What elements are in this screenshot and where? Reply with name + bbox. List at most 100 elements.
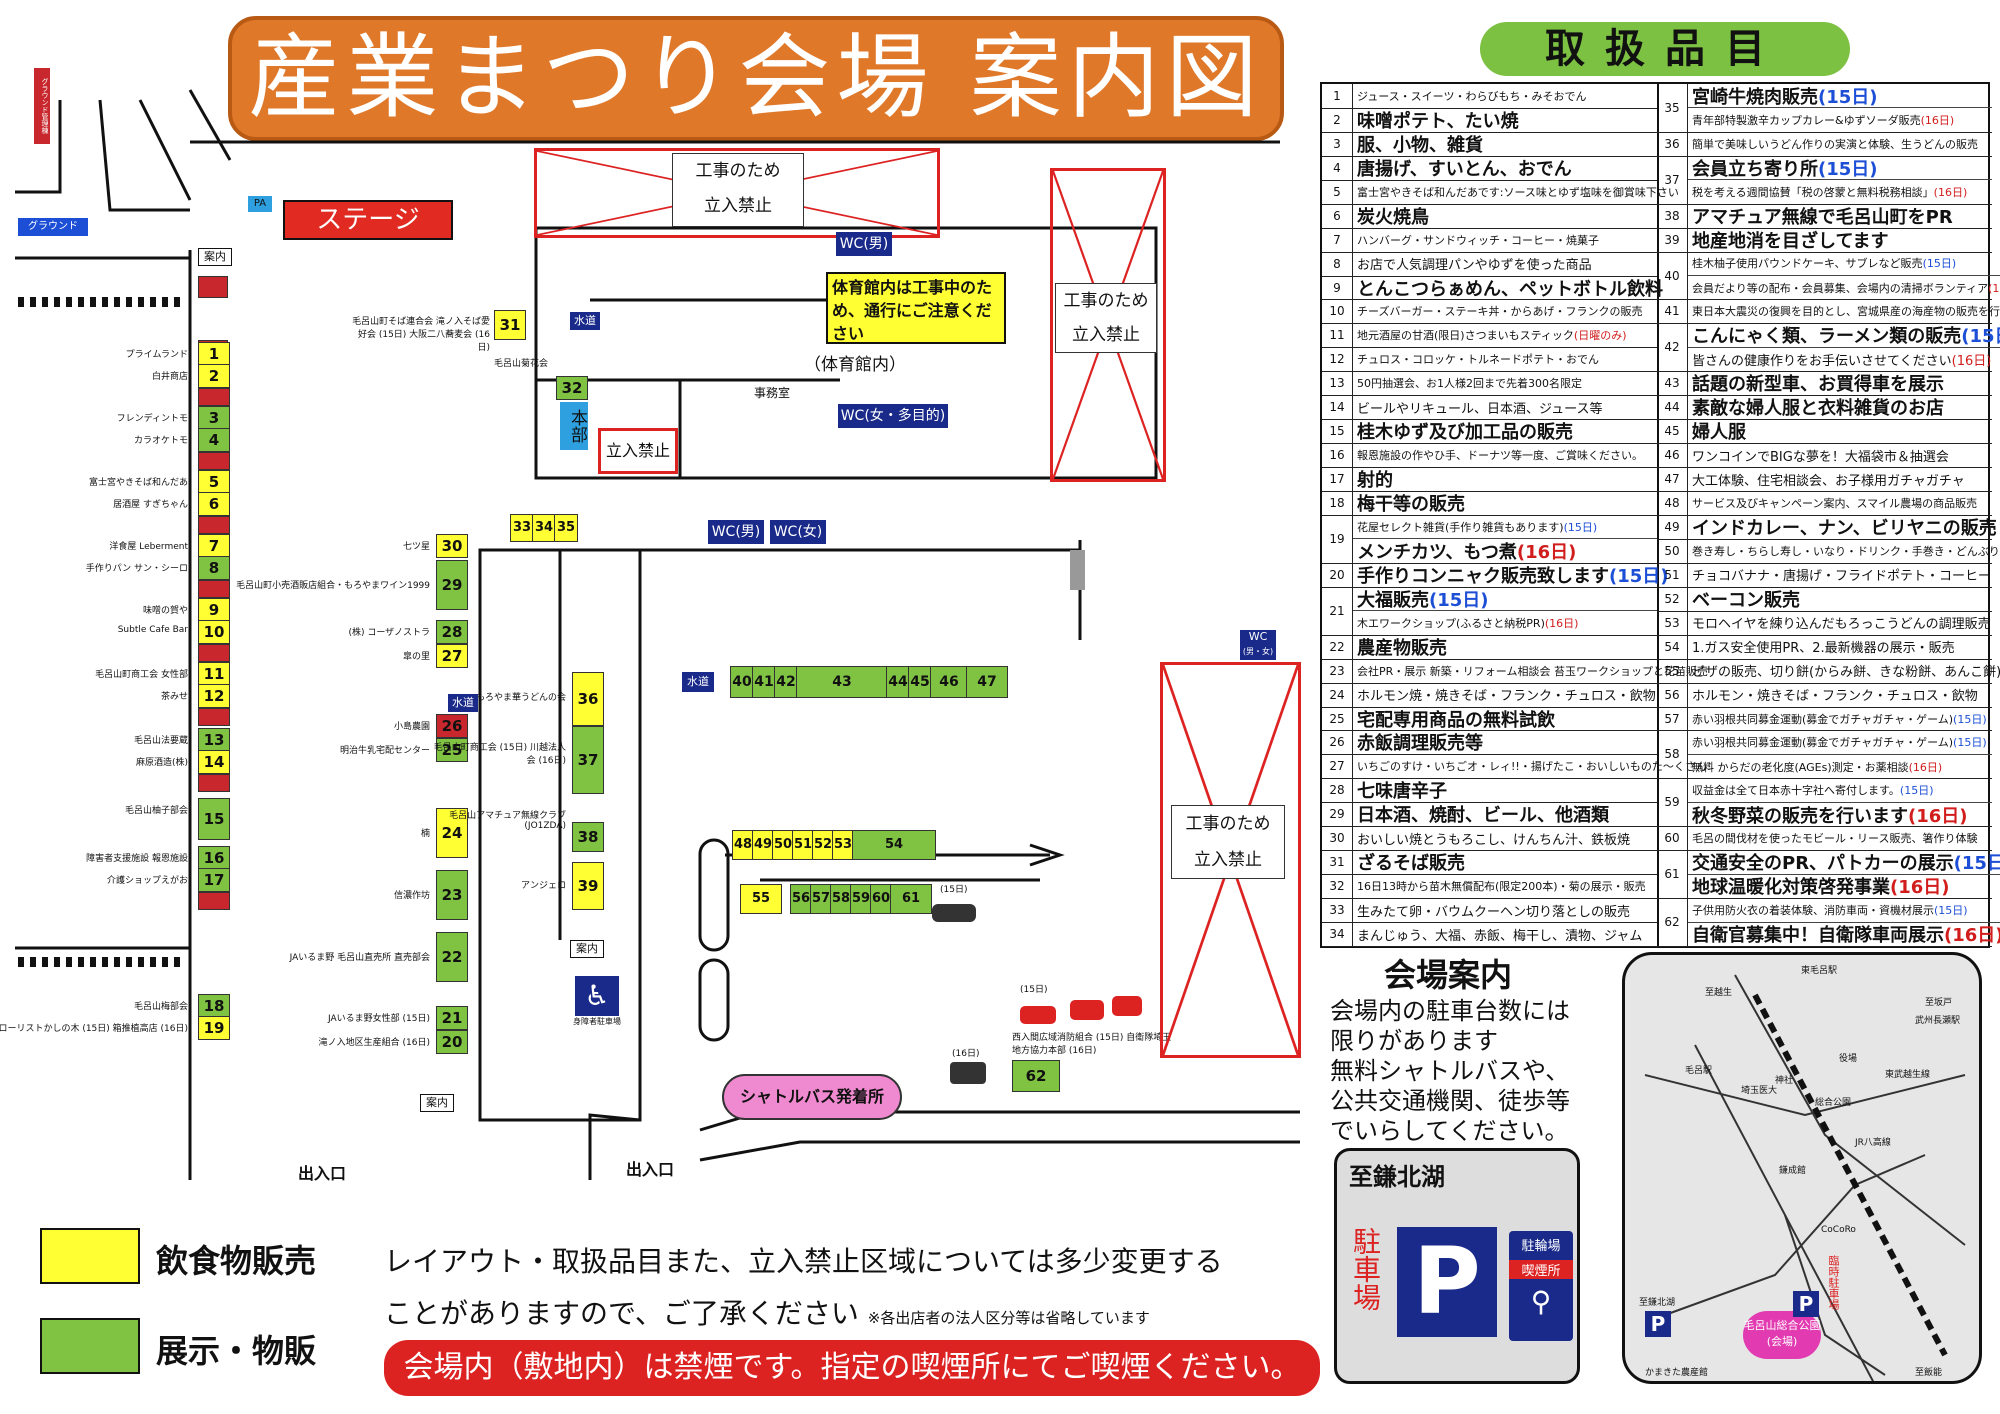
venue-info-line: 無料シャトルバスや、 bbox=[1330, 1057, 1570, 1085]
item-lines: 毛呂の間伐材を使ったモビール・リース販売、箸作り体験 bbox=[1688, 826, 1992, 850]
booth-17-name: 介護ショップえがお bbox=[106, 876, 188, 886]
booth-2: 2 bbox=[198, 364, 230, 388]
item-lines: ビールやリキュール、日本酒、ジュース等 bbox=[1353, 395, 1657, 419]
booth-29-name: 毛呂山町小売酒販店組合・もろやまワイン1999 bbox=[236, 581, 430, 591]
booth-48: 48 bbox=[732, 830, 754, 860]
booth-22-name: JAいるま野 毛呂山直売所 直売部会 bbox=[289, 953, 430, 963]
item-number: 10 bbox=[1322, 299, 1353, 324]
item-number: 57 bbox=[1657, 706, 1688, 731]
wheelchair-icon: ♿ bbox=[575, 976, 619, 1016]
item-text: 富士宮やきそば和んだあです:ソース味とゆず塩味を御賞味下さい bbox=[1357, 185, 1679, 199]
inset-label: 至鎌北湖 bbox=[1639, 1298, 1676, 1308]
inset-label: 東毛呂駅 bbox=[1801, 966, 1838, 976]
inset-label: 埼玉医大 bbox=[1741, 1086, 1778, 1096]
booth-40: 40 bbox=[730, 666, 754, 698]
notice-line-2-main: ことがありますので、ご了承ください bbox=[384, 1297, 859, 1330]
item-text: 青年部特製激辛カップカレー&ゆずソーダ販売(16日) bbox=[1692, 114, 1955, 128]
wc-multi: WC(女・多目的) bbox=[838, 404, 948, 428]
item-lines: サービス及びキャンペーン案内、スマイル農場の商品販売 bbox=[1688, 491, 1992, 515]
booth-36-name: もろやま華うどんの会 bbox=[475, 693, 566, 703]
parking-callout: 至鎌北湖 P 駐車場 駐輪場 喫煙所 ⚲ bbox=[1334, 1148, 1580, 1384]
booth-45: 45 bbox=[908, 666, 932, 698]
booth-13-name: 毛呂山法要蔵 bbox=[133, 736, 188, 746]
item-number: 47 bbox=[1657, 467, 1688, 492]
item-number: 33 bbox=[1322, 898, 1353, 923]
notice-line-2: ことがありますので、ご了承ください ※各出店者の法人区分等は省略しています bbox=[384, 1292, 1150, 1332]
item-text: 東日本大震災の復興を目的とし、宮城県産の海産物の販売を行う bbox=[1692, 305, 2000, 319]
item-lines: こんにゃく類、ラーメン類の販売(15日)皆さんの健康作りをお手伝いさせてください… bbox=[1688, 323, 2000, 371]
item-number: 24 bbox=[1322, 682, 1353, 707]
booth-32-name: 毛呂山菊花会 bbox=[493, 359, 548, 369]
item-text: 木エワークショップ(ふるさと納税PR)(16日) bbox=[1357, 616, 1579, 630]
booth-58: 58 bbox=[830, 884, 852, 914]
item-text: 花屋セレクト雑貨(手作り雑貨もあります)(15日) bbox=[1353, 515, 1657, 540]
item-lines: 七味唐辛子 bbox=[1353, 778, 1657, 802]
item-number: 50 bbox=[1657, 538, 1688, 563]
construction-label-line2: 立入禁止 bbox=[1072, 325, 1140, 345]
booth-13: 13 bbox=[198, 728, 230, 752]
item-text: 素敵な婦人服と衣料雑貨のお店 bbox=[1692, 398, 1944, 420]
booth-37-name: 毛呂山町商工会 (15日) 川越法人会 (16日) bbox=[433, 743, 566, 766]
booth-1-name: プライムランド bbox=[125, 350, 188, 360]
item-lines: まんじゅう、大福、赤飯、梅干し、漬物、ジャム bbox=[1353, 922, 1657, 946]
item-text: とんこつらぁめん、ペットボトル飲料 bbox=[1357, 278, 1663, 300]
booth-28: 28 bbox=[436, 620, 468, 644]
booth-5: 5 bbox=[198, 470, 230, 494]
item-text: ホルモン・焼きそば・フランク・チュロス・飲物 bbox=[1692, 689, 1978, 705]
item-number: 16 bbox=[1322, 443, 1353, 468]
booth-47: 47 bbox=[966, 666, 1008, 698]
booth-35: 35 bbox=[554, 514, 578, 542]
item-text: 毛呂の間伐材を使ったモビール・リース販売、箸作り体験 bbox=[1692, 832, 1978, 846]
inset-label: 鎌成館 bbox=[1779, 1166, 1807, 1176]
parking-p-sign: P bbox=[1397, 1227, 1497, 1337]
item-number: 17 bbox=[1322, 467, 1353, 492]
booth-10: 10 bbox=[198, 620, 230, 644]
item-lines: モロヘイヤを練り込んだもろっこうどんの調理販売 bbox=[1688, 611, 1992, 635]
item-text: 炭火焼鳥 bbox=[1357, 206, 1429, 228]
booth-18-name: 毛呂山梅部会 bbox=[133, 1002, 188, 1012]
item-number: 51 bbox=[1657, 562, 1688, 587]
booth-50: 50 bbox=[772, 830, 794, 860]
item-number: 48 bbox=[1657, 491, 1688, 515]
item-lines: 服、小物、雑貨 bbox=[1353, 132, 1657, 156]
item-lines: 宮崎牛焼肉販売(15日)青年部特製激辛カップカレー&ゆずソーダ販売(16日) bbox=[1688, 84, 1992, 132]
booth-red bbox=[198, 388, 230, 406]
wc-male: WC(男) bbox=[708, 520, 764, 544]
booth-25-name: 明治牛乳宅配センター bbox=[339, 746, 430, 756]
booth-18: 18 bbox=[198, 994, 230, 1018]
booth-14: 14 bbox=[198, 750, 230, 774]
venue-map-lines bbox=[15, 89, 1300, 1180]
item-number: 9 bbox=[1322, 275, 1353, 300]
info-booth-bottom: 案内 bbox=[420, 1094, 454, 1112]
item-text: こんにゃく類、ラーメン類の販売(15日) bbox=[1688, 323, 2000, 348]
item-text: 無料 からだの老化度(AGEs)測定・お薬相談(16日) bbox=[1692, 760, 1943, 774]
item-text: 生みたて卵・バウムクーヘン切り落としの販売 bbox=[1357, 904, 1631, 920]
item-text: チョコバナナ・唐揚げ・フライドポテト・コーヒー bbox=[1692, 569, 1992, 585]
item-lines: 50円抽選会、お1人様2回まで先着300名限定 bbox=[1353, 371, 1657, 395]
item-number: 12 bbox=[1322, 347, 1353, 372]
venue-info-line: 限りがあります bbox=[1330, 1027, 1498, 1055]
item-text: 秋冬野菜の販売を行います(16日) bbox=[1692, 805, 1968, 827]
booth-12: 12 bbox=[198, 684, 230, 708]
booth-42: 42 bbox=[774, 666, 798, 698]
booth-3: 3 bbox=[198, 406, 230, 430]
item-text: 会社PR・展示 新築・リフォーム相談会 苔玉ワークショップと花苗販売 bbox=[1357, 664, 1708, 678]
